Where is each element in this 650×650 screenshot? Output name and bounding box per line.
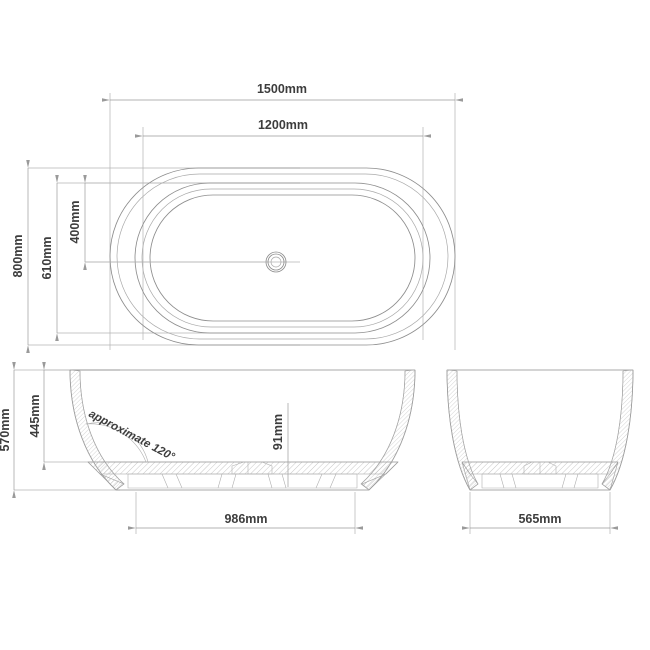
dimension-inner-width: 610mm — [40, 175, 59, 341]
dimension-label-base-length: 986mm — [224, 512, 267, 526]
dimension-base-length: 986mm — [128, 512, 363, 530]
end-elevation-view: 565mm — [446, 369, 634, 534]
dimension-label-overall-height: 570mm — [0, 408, 12, 451]
end-base-right-wedge-hatch — [601, 461, 619, 491]
dimension-overall-length: 1500mm — [102, 82, 463, 102]
plan-outer-rim-inner — [116, 173, 449, 340]
dimension-inner-length: 1200mm — [135, 118, 431, 138]
plan-drain-outlet — [265, 251, 287, 273]
end-base-section — [461, 461, 619, 491]
side-support-ribs — [161, 473, 337, 489]
dimension-drain-offset: 400mm — [68, 175, 87, 270]
side-extension-lines — [14, 369, 356, 534]
end-support-ribs — [499, 473, 579, 489]
dimension-label-inner-width: 610mm — [40, 236, 54, 279]
dimension-overall-height: 570mm — [0, 362, 16, 498]
side-base-section — [87, 461, 399, 491]
base-slab-hatch — [87, 461, 399, 475]
plan-extension-lines — [28, 93, 456, 350]
dimension-base-width: 565mm — [462, 512, 618, 530]
angle-arc — [85, 422, 149, 463]
base-left-wedge-hatch — [87, 461, 125, 491]
plan-inner-basin — [149, 194, 416, 322]
end-base-left-wedge-hatch — [461, 461, 479, 491]
side-elevation-view: 570mm 445mm 91mm 986mm — [0, 362, 416, 534]
dimension-label-base-width: 565mm — [518, 512, 561, 526]
dimension-label-overall-length: 1500mm — [257, 82, 307, 96]
dimension-base-height: 91mm — [271, 403, 289, 487]
dimension-label-internal-depth: 445mm — [28, 394, 42, 437]
dimension-label-inner-length: 1200mm — [258, 118, 308, 132]
dimension-label-drain-offset: 400mm — [68, 200, 82, 243]
dimension-label-base-height: 91mm — [271, 414, 285, 450]
plan-tub-body — [109, 167, 456, 346]
dimension-label-overall-width: 800mm — [11, 234, 25, 277]
plan-mid-rim-inner — [141, 188, 424, 328]
dimension-overall-width: 800mm — [11, 160, 30, 353]
base-right-wedge-hatch — [361, 461, 399, 491]
plan-mid-rim — [134, 182, 431, 334]
angle-arc-outer — [85, 423, 147, 463]
dimension-internal-depth: 445mm — [28, 362, 46, 470]
plan-view: 1500mm 1200mm 800mm 610mm 400mm — [11, 82, 463, 353]
plan-outer-rim — [109, 167, 456, 346]
